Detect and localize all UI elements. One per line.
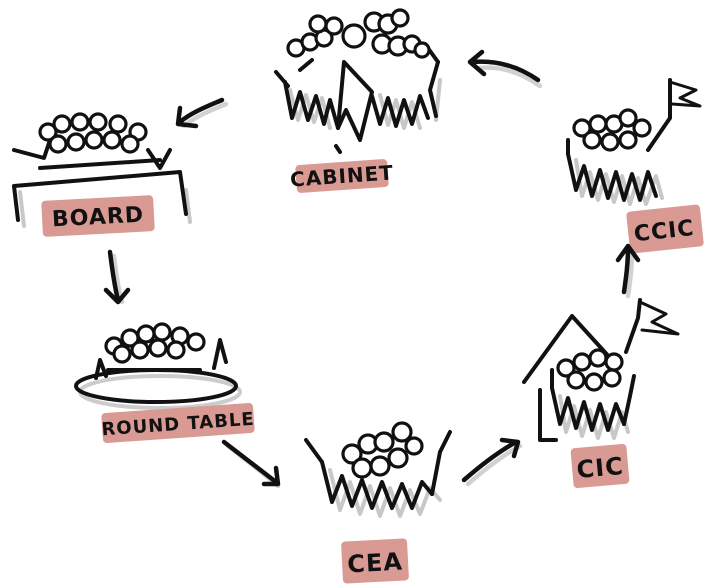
- cea-group-icon: [304, 421, 452, 518]
- node-board: BOARD: [12, 112, 192, 237]
- ccic-group-icon: [566, 78, 702, 206]
- arrow-cabinet-to-board: [175, 97, 229, 129]
- arrow-ccic-to-cabinet: [467, 49, 543, 89]
- node-ccic: CCIC: [566, 78, 704, 254]
- arrow-cic-to-ccic: [615, 243, 641, 299]
- cea-label-highlight: [341, 538, 409, 584]
- arrow-cea-to-cic: [461, 437, 523, 487]
- node-cic: CIC: [522, 298, 680, 489]
- cic-group-icon: [550, 348, 636, 440]
- node-round-table: ROUND TABLE: [74, 322, 255, 443]
- cic-label-highlight: [570, 443, 630, 489]
- board-label: BOARD: [51, 203, 144, 233]
- cabinet-label-highlight: [295, 159, 389, 193]
- ccic-label-highlight: [626, 204, 704, 254]
- cic-house-icon: [522, 298, 680, 442]
- cic-label: CIC: [575, 452, 624, 484]
- board-table-icon: [12, 112, 192, 228]
- arrow-board-to-round-table: [103, 249, 131, 305]
- arrow-round-table-to-cea: [221, 439, 281, 489]
- round-table-label-highlight: [101, 403, 255, 443]
- node-cabinet: CABINET: [274, 8, 442, 193]
- cea-label: CEA: [347, 548, 404, 579]
- node-cea: CEA: [304, 421, 452, 584]
- cycle-arrows: [103, 49, 641, 489]
- board-label-highlight: [41, 195, 155, 237]
- cabinet-group-icon: [274, 8, 442, 154]
- round-table-icon: [74, 322, 242, 410]
